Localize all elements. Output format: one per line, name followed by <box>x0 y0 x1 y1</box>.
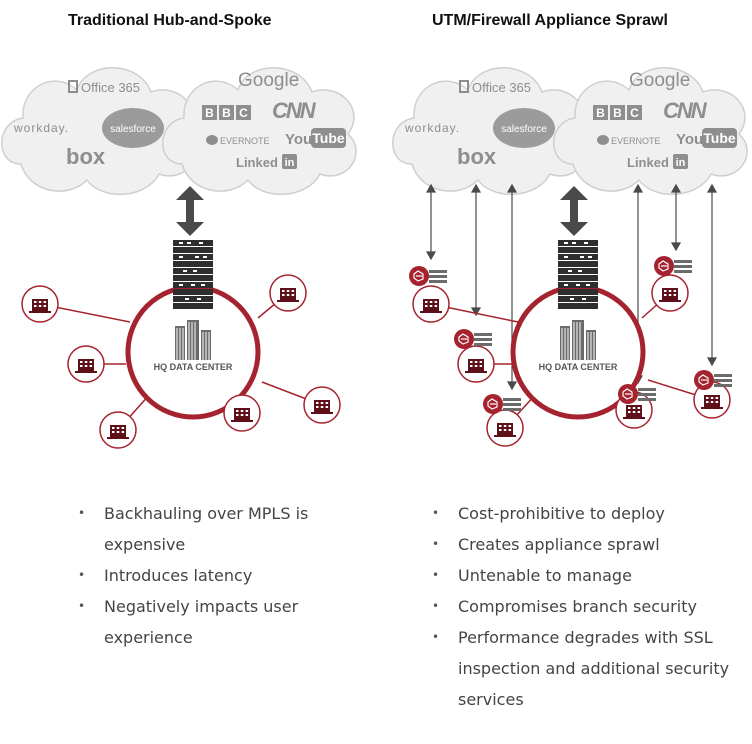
svg-text:B: B <box>596 106 605 120</box>
linkedin-text: Linked <box>236 155 278 170</box>
youtube-you-text: You <box>676 131 703 148</box>
salesforce-logo: salesforce <box>110 124 156 135</box>
bullet-item: Backhauling over MPLS is expensive <box>74 498 344 560</box>
right-bullet-list: Cost-prohibitive to deploy Creates appli… <box>428 498 748 715</box>
building-icon <box>231 408 253 422</box>
youtube-tube-text: Tube <box>703 130 736 146</box>
hub-and-spoke-diagram: Office 365 workday. salesforce box Googl… <box>0 66 357 449</box>
branch-office-3 <box>457 345 495 383</box>
left-bullet-list: Backhauling over MPLS is expensive Intro… <box>74 498 344 653</box>
hq-data-center-label: HQ DATA CENTER <box>154 362 233 372</box>
bbc-logo: B B C <box>202 105 251 120</box>
linkedin-in-text: in <box>285 157 295 169</box>
branch-office-3 <box>67 345 105 383</box>
evernote-icon <box>597 135 609 145</box>
branch-office-2 <box>651 274 689 312</box>
branch-office-6 <box>486 409 524 447</box>
right-panel-title: UTM/Firewall Appliance Sprawl <box>432 12 668 29</box>
double-arrow-icon <box>560 186 588 236</box>
building-icon <box>75 359 97 373</box>
bullet-item: Cost-prohibitive to deploy <box>428 498 748 529</box>
building-icon <box>311 400 333 414</box>
building-icon <box>29 299 51 313</box>
bullet-item: Performance degrades with SSL inspection… <box>428 622 748 715</box>
cnn-logo: CNN <box>272 98 317 123</box>
building-icon <box>277 288 299 302</box>
building-icon <box>107 425 129 439</box>
google-logo: Google <box>238 70 299 91</box>
google-logo: Google <box>629 70 690 91</box>
youtube-tube-badge <box>311 128 346 148</box>
bullet-item: Negatively impacts user experience <box>74 591 344 653</box>
youtube-tube-badge <box>702 128 737 148</box>
branch-office-1 <box>21 285 59 323</box>
youtube-you-text: You <box>285 131 312 148</box>
appliance-sprawl-diagram: Office 365 workday. salesforce box Googl… <box>391 66 748 447</box>
salesforce-logo: salesforce <box>501 124 547 135</box>
firewall-appliance-icon <box>408 265 447 287</box>
hq-data-center-label: HQ DATA CENTER <box>539 362 618 372</box>
workday-logo: workday. <box>404 121 460 135</box>
server-stack-icon <box>558 240 598 309</box>
bullet-item: Compromises branch security <box>428 591 748 622</box>
linkedin-badge <box>282 154 297 169</box>
linkedin-text: Linked <box>627 155 669 170</box>
svg-text:B: B <box>613 106 622 120</box>
svg-text:B: B <box>222 106 231 120</box>
office-365-logo: Office 365 <box>81 80 140 95</box>
server-stack-icon <box>173 240 213 309</box>
bullet-item: Untenable to manage <box>428 560 748 591</box>
workday-logo: workday. <box>13 121 69 135</box>
branch-office-4 <box>303 386 341 424</box>
youtube-tube-text: Tube <box>312 130 345 146</box>
salesforce-cloud-icon <box>493 108 555 148</box>
office-365-icon <box>68 80 78 93</box>
firewall-appliance-icon <box>653 255 692 277</box>
branch-office-5 <box>223 394 261 432</box>
svg-text:C: C <box>630 106 639 120</box>
svg-text:C: C <box>239 106 248 120</box>
evernote-logo: EVERNOTE <box>611 136 661 146</box>
left-panel-title: Traditional Hub-and-Spoke <box>68 12 272 29</box>
cnn-logo: CNN <box>663 98 708 123</box>
office-365-icon <box>459 80 469 93</box>
box-logo: box <box>457 144 497 169</box>
bullet-item: Creates appliance sprawl <box>428 529 748 560</box>
salesforce-cloud-icon <box>102 108 164 148</box>
bbc-logo: B B C <box>593 105 642 120</box>
evernote-icon <box>206 135 218 145</box>
evernote-logo: EVERNOTE <box>220 136 270 146</box>
svg-text:B: B <box>205 106 214 120</box>
linkedin-badge <box>673 154 688 169</box>
bullet-item: Introduces latency <box>74 560 344 591</box>
box-logo: box <box>66 144 106 169</box>
office-365-logo: Office 365 <box>472 80 531 95</box>
double-arrow-icon <box>176 186 204 236</box>
linkedin-in-text: in <box>676 157 686 169</box>
branch-office-2 <box>269 274 307 312</box>
branch-office-6 <box>99 411 137 449</box>
branch-office-1 <box>412 285 450 323</box>
